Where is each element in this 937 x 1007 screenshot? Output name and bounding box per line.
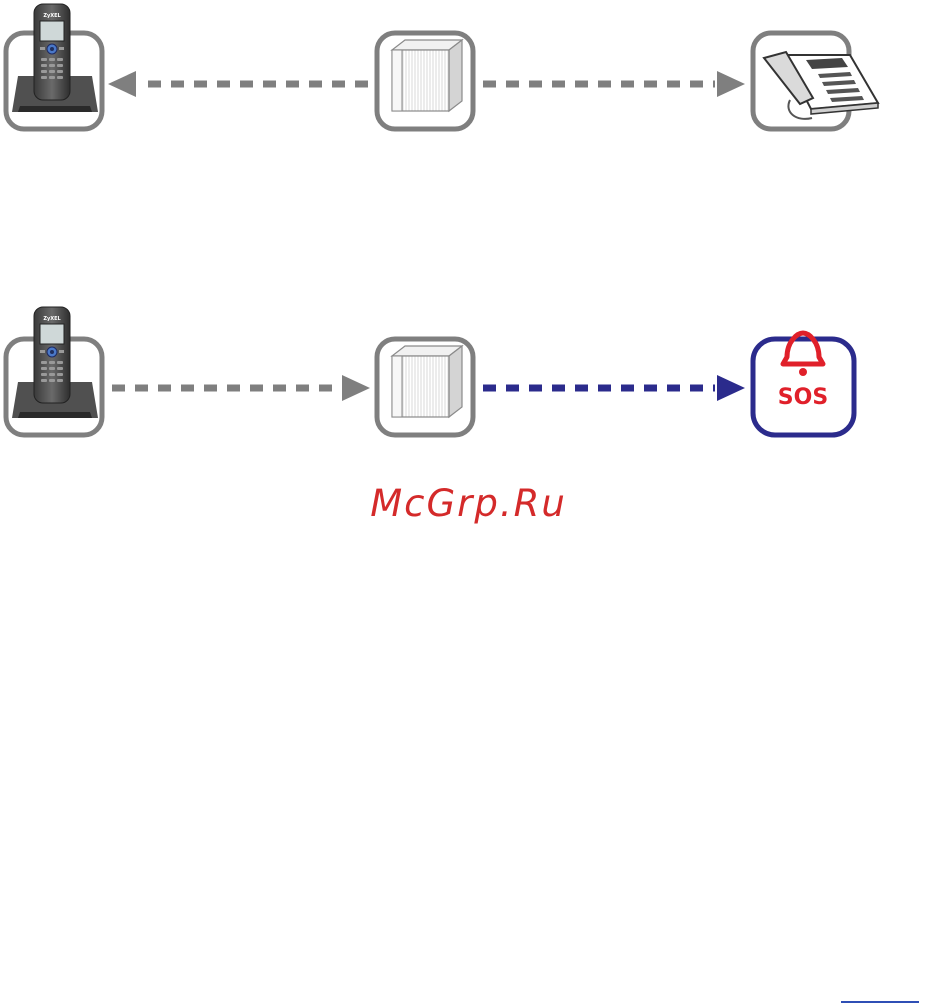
row-standard-call: ZyXEL bbox=[6, 4, 878, 129]
brand-label: ZyXEL bbox=[43, 13, 61, 19]
link-base-to-cordless bbox=[108, 71, 368, 97]
node-base-station bbox=[377, 33, 473, 129]
sos-label: SOS bbox=[778, 385, 828, 410]
arrowhead-right bbox=[717, 375, 745, 401]
watermark: McGrp.Ru bbox=[0, 482, 937, 525]
link-cordless-to-base bbox=[112, 375, 370, 401]
link-base-to-deskphone bbox=[483, 71, 745, 97]
node-base-station bbox=[377, 339, 473, 435]
node-cordless-phone: ZyXEL bbox=[6, 4, 102, 129]
arrowhead-left bbox=[108, 71, 136, 97]
brand-label: ZyXEL bbox=[43, 316, 61, 322]
footer-line bbox=[841, 1001, 919, 1003]
arrowhead-right bbox=[717, 71, 745, 97]
arrowhead-right bbox=[342, 375, 370, 401]
base-station-icon bbox=[392, 40, 462, 111]
base-station-icon bbox=[392, 346, 462, 417]
row-emergency-call: ZyXEL bbox=[6, 307, 854, 435]
node-cordless-phone: ZyXEL bbox=[6, 307, 102, 435]
node-desk-phone bbox=[753, 33, 878, 129]
link-base-to-sos bbox=[483, 375, 745, 401]
node-sos: SOS bbox=[753, 333, 854, 435]
